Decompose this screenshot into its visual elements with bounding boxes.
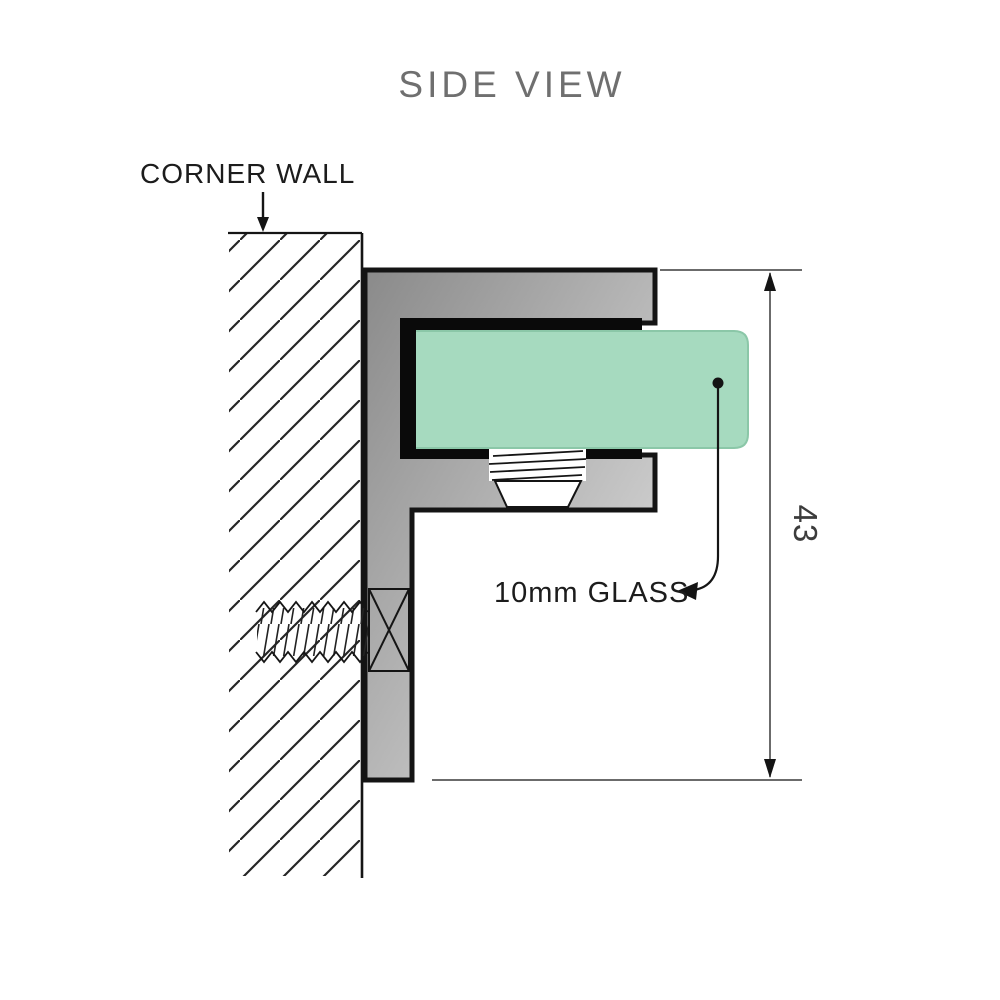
page-title: SIDE VIEW	[398, 64, 625, 105]
dimension-arrowhead-bottom-icon	[764, 759, 776, 778]
corner-wall-label: CORNER WALL	[140, 158, 355, 189]
wall-screw-head	[368, 588, 410, 672]
corner-wall-callout: CORNER WALL	[140, 158, 355, 232]
glass-label: 10mm GLASS	[494, 577, 689, 609]
wall-screw-thread-bottom	[255, 650, 369, 664]
glass-edge	[416, 330, 749, 449]
title-group: SIDE VIEW	[398, 64, 625, 105]
glass-callout-dot	[712, 377, 724, 389]
adjustment-screw-head	[493, 480, 583, 508]
glass-panel	[416, 330, 749, 449]
wall-section	[228, 231, 364, 878]
wall-screw-thread-hatch	[257, 608, 368, 656]
glass	[416, 331, 748, 448]
wall-screw-head-cross-line	[368, 588, 410, 672]
dimension-value: 43	[787, 505, 824, 544]
wall-hatching	[229, 234, 360, 876]
wall-screw-thread-top	[255, 600, 369, 614]
adjustment-screw-thread-line	[492, 450, 584, 457]
glass-leader-line	[693, 388, 720, 592]
glass-callout: 10mm GLASS	[494, 377, 724, 609]
dimension-height: 43	[432, 269, 824, 781]
adjustment-screw-thread-line	[491, 474, 583, 481]
corner-wall-arrowhead-icon	[257, 217, 269, 232]
adjustment-screw-thread-line	[489, 466, 586, 473]
wall-screw	[255, 588, 410, 672]
adjustment-screw	[488, 449, 587, 508]
adjustment-screw-thread-line	[488, 458, 587, 465]
dimension-arrowhead-top-icon	[764, 272, 776, 291]
glass-leader-arrowhead-icon	[677, 582, 698, 600]
